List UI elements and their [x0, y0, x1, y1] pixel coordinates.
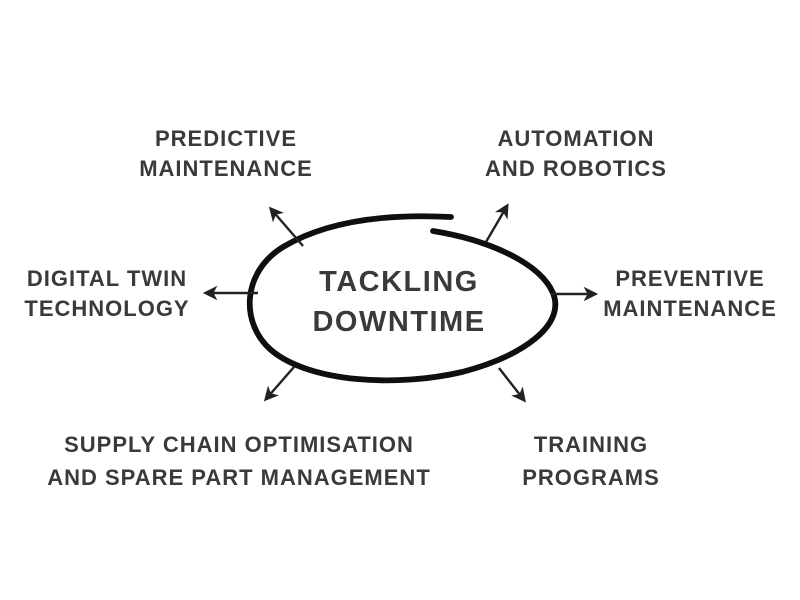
- arrow-supply-chain-optimisation: [263, 366, 295, 402]
- node-label-line2: AND SPARE PART MANAGEMENT: [47, 465, 431, 490]
- center-ellipse: [246, 213, 559, 384]
- arrow-automation-and-robotics: [484, 203, 509, 243]
- node-label-line2: PROGRAMS: [522, 465, 660, 490]
- center-title-line1: TACKLING: [319, 266, 479, 298]
- center-title-line2: DOWNTIME: [312, 306, 485, 338]
- node-label-line1: AUTOMATION: [497, 126, 654, 151]
- arrows: [202, 203, 599, 403]
- node-label-line2: MAINTENANCE: [139, 156, 313, 181]
- node-label-line1: TRAINING: [534, 432, 648, 457]
- arrow-predictive-maintenance: [268, 206, 304, 247]
- node-label-line2: MAINTENANCE: [603, 296, 777, 321]
- node-label-line1: PREVENTIVE: [615, 266, 764, 291]
- node-label-line2: TECHNOLOGY: [24, 296, 189, 321]
- arrow-training-programs: [498, 367, 526, 403]
- node-supply-chain-optimisation: SUPPLY CHAIN OPTIMISATION AND SPARE PART…: [47, 432, 431, 490]
- node-label-line1: SUPPLY CHAIN OPTIMISATION: [64, 432, 414, 457]
- node-preventive-maintenance: PREVENTIVE MAINTENANCE: [603, 266, 777, 321]
- node-label-line1: DIGITAL TWIN: [27, 266, 187, 291]
- node-automation-and-robotics: AUTOMATION AND ROBOTICS: [485, 126, 667, 181]
- node-training-programs: TRAINING PROGRAMS: [522, 432, 660, 490]
- node-label-line2: AND ROBOTICS: [485, 156, 667, 181]
- node-digital-twin-technology: DIGITAL TWIN TECHNOLOGY: [24, 266, 189, 321]
- node-predictive-maintenance: PREDICTIVE MAINTENANCE: [139, 126, 313, 181]
- node-label-line1: PREDICTIVE: [155, 126, 297, 151]
